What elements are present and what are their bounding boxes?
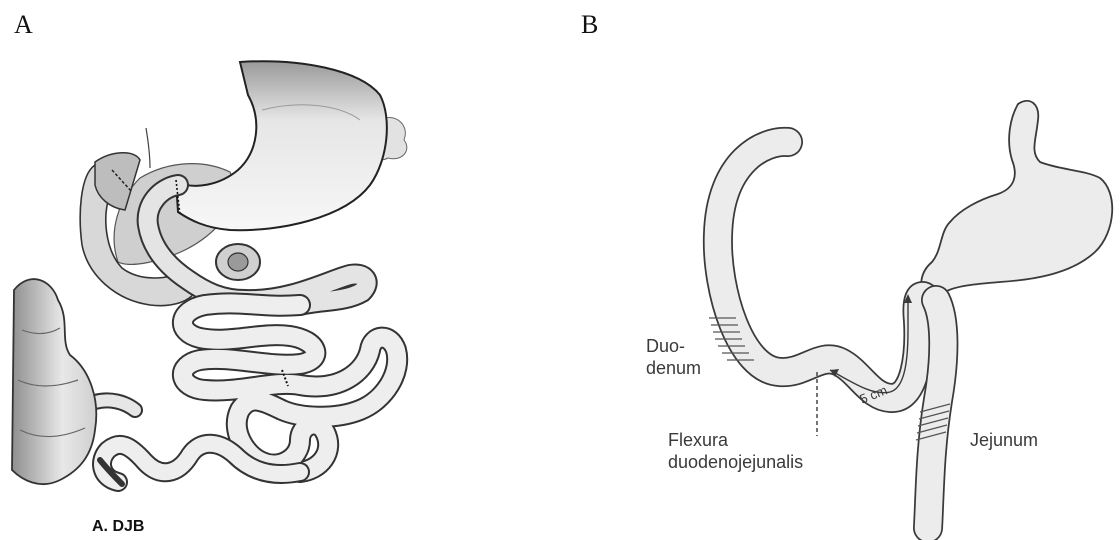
duodenum-label-line2: denum — [646, 358, 701, 378]
vessel-line — [146, 128, 150, 168]
flexura-label-line1: Flexura — [668, 430, 729, 450]
stomach-outline — [921, 101, 1112, 301]
panel-a-caption: A. DJB — [92, 518, 144, 535]
duodenum-label-line1: Duo- — [646, 336, 685, 356]
flexura-label-line2: duodenojejunalis — [668, 452, 803, 472]
djb-illustration — [12, 61, 407, 484]
jejunum-label: Jejunum — [970, 430, 1038, 450]
stomach-shape — [176, 61, 387, 230]
bowel-ring-lumen — [228, 253, 248, 271]
colon-shape — [12, 279, 96, 484]
